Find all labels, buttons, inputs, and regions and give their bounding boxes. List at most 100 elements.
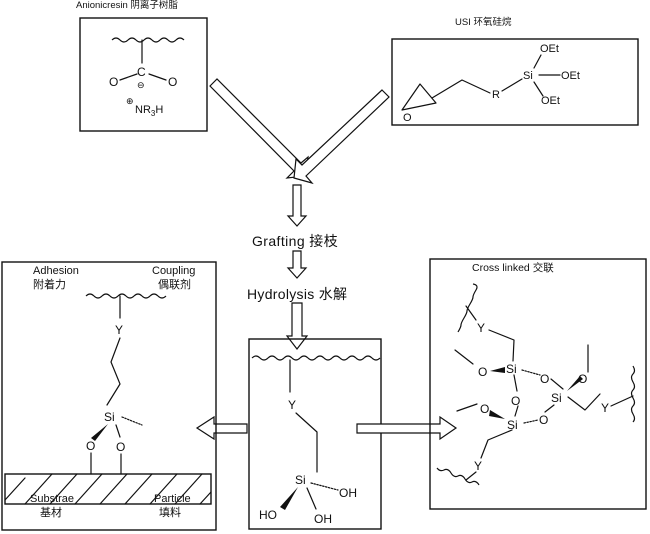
center-chain — [295, 412, 318, 473]
resin-oxygen-right: O — [168, 75, 177, 89]
center-oh-bottom: OH — [314, 512, 332, 526]
si-oh-bottom-bond — [306, 487, 317, 510]
substrate-en: Substrae — [30, 493, 74, 505]
center-box-frame — [248, 338, 382, 530]
silane-oet-right: OEt — [561, 70, 580, 82]
down-arrow-3 — [285, 302, 309, 350]
silane-oet-top: OEt — [540, 43, 559, 55]
particle-en: Particle — [154, 493, 191, 505]
crosslink-o-4: O — [578, 372, 587, 386]
particle-zh: 填料 — [159, 505, 181, 519]
hydrolysis-product-box: Y Si OH HO OH — [248, 338, 382, 530]
epoxide-ring — [401, 83, 437, 111]
left-polymer-backbone — [85, 293, 167, 299]
crosslink-o-2: O — [540, 372, 549, 386]
si-bottom-methoxy — [456, 403, 478, 412]
crosslinked-box: Cross linked 交联 Y Si O O O Si O Y O Si O — [429, 258, 647, 510]
crosslink-o-5: O — [539, 413, 548, 427]
substrate-hatching — [4, 473, 212, 505]
epoxide-oxygen: O — [403, 112, 412, 124]
si-oh-wedge-bond — [280, 487, 298, 510]
crosslink-si-top: Si — [506, 362, 517, 376]
silane-si: Si — [523, 70, 533, 82]
o2-si-right-bond — [550, 378, 564, 390]
resin-box-frame — [79, 17, 208, 132]
si-right-o-bond — [544, 404, 555, 413]
coupling-zh: 偶联剂 — [158, 277, 191, 291]
silane-chain-2 — [501, 78, 523, 92]
down-arrow-1 — [286, 184, 308, 227]
left-o-right: O — [116, 440, 125, 454]
crosslink-si-right: Si — [551, 391, 562, 405]
resin-amine: NR3H — [135, 104, 163, 118]
center-oh-left: HO — [259, 508, 277, 522]
center-polymer-backbone — [251, 355, 381, 361]
right-box-frame — [429, 258, 647, 510]
hydrolysis-step-label: Hydrolysis 水解 — [247, 286, 347, 302]
y-right-backbone-bond — [610, 395, 634, 407]
resin-carbon: C — [137, 65, 146, 79]
grafting-step-label: Grafting 接枝 — [252, 233, 338, 249]
si-right-arm — [567, 393, 601, 411]
left-si-wedge — [91, 424, 108, 441]
silane-to-graft-arrow — [293, 89, 390, 185]
left-chain — [106, 337, 121, 406]
crosslink-si-bottom: Si — [507, 418, 518, 432]
si-oh-hashed-bond — [310, 482, 339, 491]
resin-polymer-backbone — [111, 37, 185, 43]
substrate-block — [4, 473, 212, 505]
coupling-en: Coupling — [152, 265, 195, 277]
resin-minus-charge: ⊖ — [137, 80, 145, 90]
left-y: Y — [115, 323, 123, 337]
down-arrow-2 — [286, 250, 308, 279]
y-bottom-backbone-bond — [465, 471, 477, 481]
crosslink-o-3: O — [511, 394, 520, 408]
crosslink-backbone-bottom — [436, 467, 480, 486]
left-si: Si — [104, 410, 115, 424]
left-box-frame — [1, 261, 217, 531]
crosslink-o-1: O — [478, 365, 487, 379]
crosslink-backbone-right — [630, 365, 636, 423]
resin-plus-charge: ⊕ — [126, 96, 134, 106]
center-si: Si — [295, 473, 306, 487]
si-top-o-down — [513, 374, 518, 392]
center-oh-right: OH — [339, 486, 357, 500]
left-si-hashed — [121, 416, 143, 426]
si-bottom-wedge — [489, 410, 505, 419]
silane-r-group: R — [492, 89, 500, 101]
adhesion-en: Adhesion — [33, 265, 79, 277]
si-top-wedge — [490, 367, 505, 373]
si-right-wedge — [567, 376, 583, 391]
anionic-resin-box: C O O ⊖ ⊕ NR3H — [79, 17, 208, 132]
resin-oxygen-left: O — [109, 75, 118, 89]
usi-silane-box: O R Si OEt OEt OEt — [391, 38, 639, 126]
anionic-resin-label: Anionicresin 阴离子树脂 — [76, 0, 178, 11]
left-si-o-bond — [115, 424, 121, 438]
adhesion-box: Adhesion 附着力 Coupling 偶联剂 Y Si O O Subst… — [1, 261, 217, 531]
crosslink-y-top: Y — [477, 321, 485, 335]
resin-co-right-bond — [148, 73, 167, 81]
crosslink-y-right: Y — [601, 401, 609, 415]
center-y: Y — [288, 398, 296, 412]
arrow-to-adhesion — [195, 415, 248, 441]
crosslink-arm-top-2 — [488, 329, 515, 362]
si-bottom-arm — [480, 429, 513, 459]
si-top-methoxy — [454, 349, 474, 365]
crosslink-arm-top-1 — [465, 305, 477, 321]
silane-box-frame — [391, 38, 639, 126]
resin-to-graft-arrow — [209, 78, 309, 179]
o3-si-bottom-bond — [514, 405, 519, 417]
substrate-zh: 基材 — [40, 505, 62, 519]
crosslink-o-6: O — [480, 402, 489, 416]
si-oet-top-bond — [533, 54, 542, 69]
left-o-left: O — [86, 439, 95, 453]
usi-silane-label: USI 环氧硅烷 — [455, 16, 512, 28]
adhesion-zh: 附着力 — [33, 277, 66, 291]
si-bottom-hashed — [523, 419, 539, 424]
silane-chain-1 — [431, 79, 491, 99]
si-oet-bottom-bond — [533, 81, 544, 97]
si-top-hashed — [521, 369, 541, 376]
resin-co-left-bond — [119, 73, 138, 81]
arrow-to-crosslink — [356, 415, 458, 441]
